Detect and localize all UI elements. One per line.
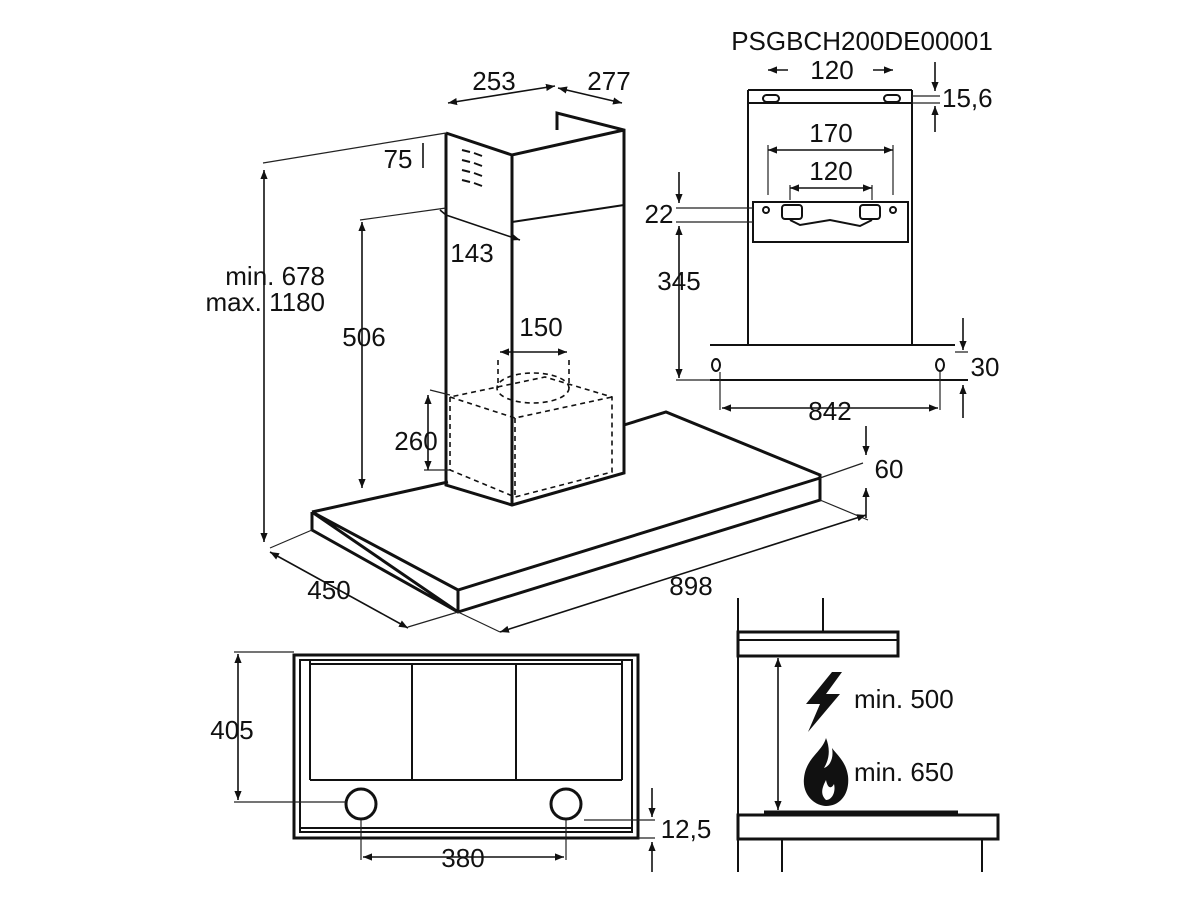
hanging-hole-left: [711, 358, 722, 372]
chimney-body: [444, 111, 626, 507]
dim-bracket-offset: 22: [645, 199, 674, 229]
mounting-bracket: [752, 201, 909, 243]
duct-box: [449, 376, 613, 498]
bracket-slot-left: [781, 204, 803, 220]
dim-chimney-lower: 506: [342, 322, 385, 352]
dim-bracket-height: 345: [657, 266, 700, 296]
top-slot-right: [883, 94, 901, 103]
dim-bottom-depth: 405: [210, 715, 253, 745]
chimney-joint: [511, 204, 625, 223]
dim-edge-offset: 12,5: [661, 814, 712, 844]
dim-top-spacing: 120: [810, 55, 853, 85]
dim-height-max: max. 1180: [206, 287, 325, 317]
clearance-hood: [736, 630, 900, 658]
hood-isometric-view: 253 277 75 143 min. 678 max. 1180 506 15…: [206, 66, 904, 633]
dim-filter-spacing: 380: [441, 843, 484, 873]
dim-duct-diameter: 150: [519, 312, 562, 342]
dim-vent-offset: 143: [450, 238, 493, 268]
worktop: [736, 813, 1000, 841]
min-distance-electric: min. 500: [854, 684, 954, 714]
lightning-icon: [806, 672, 842, 732]
bracket-view: 120 15,6 170 120 22 345 30 842: [645, 55, 1000, 426]
bottom-outline: [292, 653, 640, 840]
dim-hole-spacing: 842: [808, 396, 851, 426]
hanging-hole-right: [935, 358, 946, 372]
dim-vent-height: 75: [384, 144, 413, 174]
canopy-top-line: [710, 344, 968, 381]
chimney-front-outline: [747, 89, 913, 345]
duct-opening: [496, 372, 570, 404]
bottom-view: 405 380 12,5: [210, 651, 712, 873]
dim-hole-offset: 30: [971, 352, 1000, 382]
vent-slots: [461, 149, 483, 187]
dim-inner-spacing: 120: [809, 156, 852, 186]
dim-top-offset: 15,6: [942, 83, 993, 113]
dim-height-min: min. 678: [225, 261, 325, 291]
flame-icon: [803, 738, 849, 806]
bracket-slot-right: [859, 204, 881, 220]
dim-outer-spacing: 170: [809, 118, 852, 148]
dim-canopy-thickness: 60: [875, 454, 904, 484]
dim-chimney-width: 253: [472, 66, 515, 96]
dim-chimney-depth: 277: [587, 66, 630, 96]
top-slot-left: [762, 94, 780, 103]
min-distance-gas: min. 650: [854, 757, 954, 787]
dim-canopy-width: 898: [669, 571, 712, 601]
clearance-view: min. 500 min. 650: [736, 598, 1000, 872]
model-code: PSGBCH200DE00001: [731, 26, 993, 56]
light-left: [344, 787, 378, 821]
light-right: [549, 787, 583, 821]
dim-box-height: 260: [394, 426, 437, 456]
canopy-body: [310, 410, 822, 614]
dim-canopy-depth: 450: [307, 575, 350, 605]
